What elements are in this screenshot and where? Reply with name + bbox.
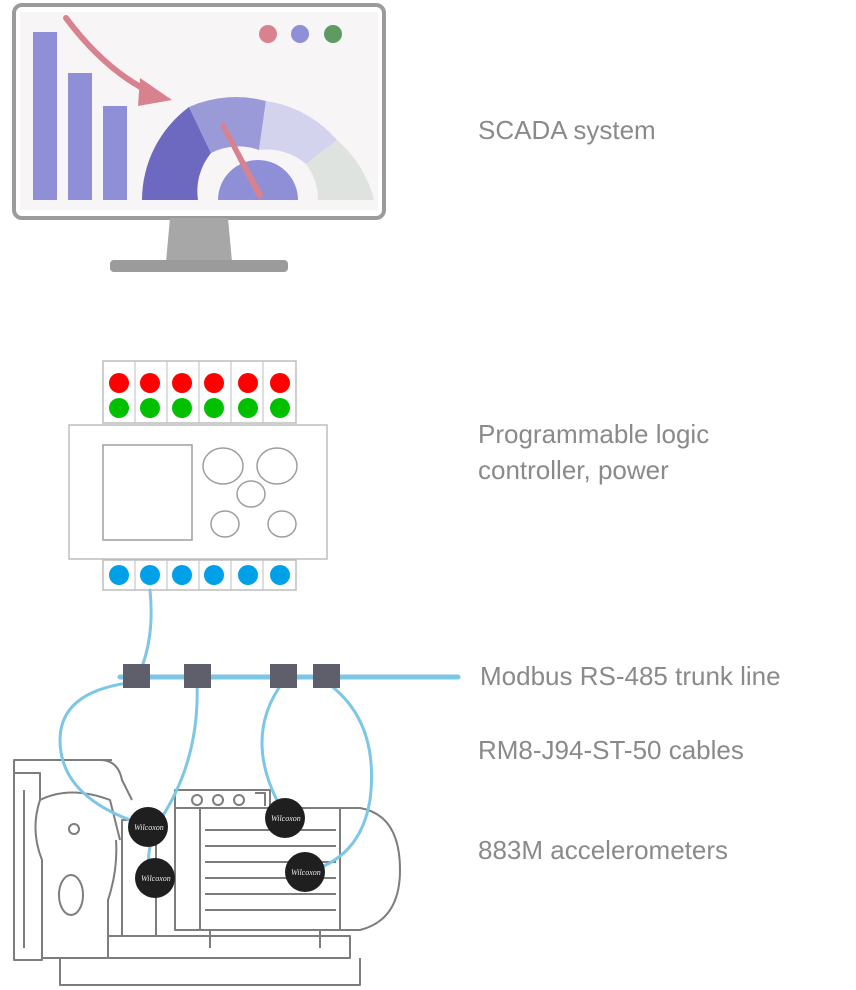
drop-cable-1: [58, 680, 150, 828]
accelerometer-icon: Wilcoxon: [285, 852, 325, 892]
status-dot-red-icon: [259, 25, 277, 43]
accelerometer-icon: Wilcoxon: [135, 858, 175, 898]
accelerometer-icon: Wilcoxon: [128, 807, 168, 847]
accelerometers-label: 883M accelerometers: [478, 835, 728, 865]
drop-cable-4: [303, 680, 374, 874]
trunk-taps: [123, 664, 340, 688]
plc-cable: [136, 588, 153, 678]
plc-module-icon: [68, 360, 328, 591]
svg-text:Wilcoxon: Wilcoxon: [271, 814, 301, 823]
blue-led-row: [109, 565, 290, 585]
scada-monitor-icon: [12, 3, 386, 272]
screen-bar-3: [103, 106, 127, 200]
svg-text:Wilcoxon: Wilcoxon: [134, 823, 164, 832]
accelerometer-icon: Wilcoxon: [265, 798, 305, 838]
scada-label: SCADA system: [478, 115, 656, 145]
pump-motor-icon: [13, 759, 401, 986]
green-led-row: [109, 398, 290, 418]
status-dot-green-icon: [324, 25, 342, 43]
trunk-label: Modbus RS-485 trunk line: [480, 661, 781, 691]
plc-label-line2: controller, power: [478, 455, 669, 485]
svg-text:Wilcoxon: Wilcoxon: [141, 874, 171, 883]
tap-connector: [123, 664, 150, 688]
screen-bar-1: [33, 32, 57, 200]
svg-text:Wilcoxon: Wilcoxon: [291, 868, 321, 877]
drop-cable-3: [260, 680, 287, 817]
plc-display: [102, 444, 193, 541]
status-dot-blue-icon: [291, 25, 309, 43]
tap-connector: [313, 664, 340, 688]
tap-connector: [184, 664, 211, 688]
tap-connector: [270, 664, 297, 688]
screen-bar-2: [68, 73, 92, 200]
gauge-needle-icon: [220, 122, 264, 199]
gauge-icon: [142, 97, 374, 200]
plc-label-line1: Programmable logic: [478, 419, 710, 449]
red-led-row: [109, 373, 290, 393]
cables-label: RM8-J94-ST-50 cables: [478, 735, 744, 765]
